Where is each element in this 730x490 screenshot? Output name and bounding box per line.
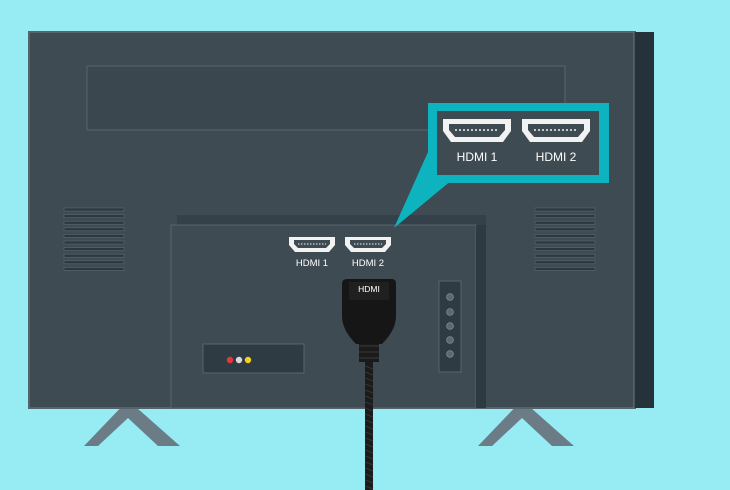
side-button	[446, 350, 454, 358]
av-white-jack	[235, 356, 243, 364]
hdmi-port-2: HDMI 2	[345, 237, 391, 269]
callout-hdmi-2-label: HDMI 2	[536, 150, 577, 164]
vent-grille-right	[534, 207, 596, 271]
vent-slat	[534, 260, 596, 265]
hdmi-port-2-label: HDMI 2	[352, 258, 384, 269]
cable-braid-line	[364, 431, 374, 436]
side-button	[446, 308, 454, 316]
side-button-strip	[438, 280, 462, 373]
stand-leg-right	[478, 400, 574, 446]
callout-hdmi-1: HDMI 1	[443, 119, 511, 164]
hdmi-callout: HDMI 1 HDMI 2	[394, 103, 609, 228]
connector-panel	[170, 224, 477, 409]
tv-body: HDMI 1 HDMI 2	[28, 31, 654, 409]
cable-braid-line	[364, 485, 374, 490]
cable-braid-line	[364, 461, 374, 466]
cable-braid-line	[364, 419, 374, 424]
vent-slat	[63, 234, 125, 238]
vent-slat	[63, 214, 125, 218]
vent-grille-left	[63, 207, 125, 271]
cable-braid	[364, 365, 374, 490]
cable-braid-line	[364, 401, 374, 406]
cable-wire	[365, 360, 373, 490]
av-red-jack	[226, 356, 234, 364]
cable-braid-line	[364, 425, 374, 430]
tv-stand	[84, 400, 574, 446]
stand-leg-left	[84, 400, 180, 446]
vent-slat	[534, 240, 596, 245]
hdmi-port-1-label: HDMI 1	[296, 258, 328, 269]
cable-braid-line	[364, 389, 374, 394]
cable-braid-line	[364, 407, 374, 412]
hdmi-port-1: HDMI 1	[289, 237, 335, 269]
hdmi-cable: HDMI	[342, 279, 396, 490]
vent-slat	[63, 260, 125, 265]
side-button	[446, 322, 454, 330]
cable-braid-line	[364, 377, 374, 382]
vent-slat	[534, 207, 596, 212]
vent-slat	[534, 253, 596, 258]
cable-braid-line	[364, 455, 374, 460]
cable-braid-line	[364, 383, 374, 388]
cable-braid-line	[364, 437, 374, 442]
cable-braid-line	[364, 413, 374, 418]
vent-slat	[534, 220, 596, 225]
cable-braid-line	[364, 467, 374, 472]
vent-slat	[534, 214, 596, 218]
vent-slat	[534, 247, 596, 251]
vent-slat	[63, 227, 125, 232]
cable-braid-line	[364, 395, 374, 400]
cable-braid-line	[364, 371, 374, 376]
tv-side-edge	[634, 32, 654, 408]
vent-slat	[63, 247, 125, 251]
vent-slat	[534, 234, 596, 238]
vent-slat	[534, 227, 596, 232]
cable-braid-line	[364, 473, 374, 478]
callout-hdmi-2: HDMI 2	[522, 119, 590, 164]
cable-braid-line	[364, 479, 374, 484]
vent-slat	[63, 220, 125, 225]
cable-braid-line	[364, 449, 374, 454]
av-input-port	[202, 343, 305, 374]
cable-braid-line	[364, 443, 374, 448]
side-button	[446, 336, 454, 344]
vent-slat	[63, 267, 125, 271]
vent-slat	[63, 207, 125, 212]
callout-hdmi-1-label: HDMI 1	[457, 150, 498, 164]
cable-braid-line	[364, 365, 374, 370]
cable-plug-label: HDMI	[358, 284, 380, 294]
side-button	[446, 293, 454, 301]
av-input-box	[202, 343, 305, 374]
av-yellow-jack	[244, 356, 252, 364]
vent-slat	[63, 240, 125, 245]
vent-slat	[534, 267, 596, 271]
vent-slat	[63, 253, 125, 258]
